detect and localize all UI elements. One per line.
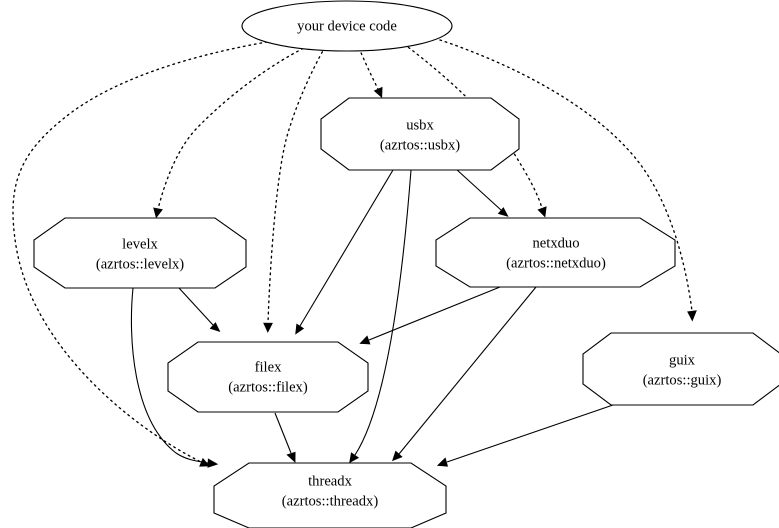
node-usbx[interactable]: usbx (azrtos::usbx) [320, 97, 520, 171]
node-shape-octagon [320, 97, 520, 171]
node-your-device-code[interactable]: your device code [241, 0, 453, 52]
node-shape-octagon [167, 341, 369, 413]
edge-usbx-to-netxduo [455, 168, 509, 217]
edge-group-solid [130, 168, 614, 468]
node-filex[interactable]: filex (azrtos::filex) [167, 341, 369, 413]
node-label-filex-line1: filex [255, 359, 282, 375]
node-label-threadx-line1: threadx [308, 473, 352, 489]
edge-usbx-to-filex [295, 169, 394, 335]
edge-usbx-to-threadx [349, 169, 412, 464]
node-shape-ellipse [241, 0, 453, 52]
node-label-netxduo-line2: (azrtos::netxduo) [506, 255, 606, 271]
edge-levelx-to-threadx [130, 287, 219, 468]
edge-guix-to-threadx [436, 404, 614, 467]
node-shape-octagon [213, 462, 447, 528]
edge-device-to-levelx [153, 45, 309, 219]
node-netxduo[interactable]: netxduo (azrtos::netxduo) [435, 217, 676, 288]
node-label-levelx-line1: levelx [122, 236, 158, 252]
node-threadx[interactable]: threadx (azrtos::threadx) [213, 462, 447, 528]
node-shape-octagon [33, 217, 247, 289]
node-shape-octagon [435, 217, 676, 288]
node-label-device-line1: your device code [297, 18, 397, 34]
node-label-filex-line2: (azrtos::filex) [228, 379, 308, 395]
edge-netxduo-to-filex [359, 286, 501, 345]
node-label-netxduo-line1: netxduo [532, 235, 579, 251]
node-label-levelx-line2: (azrtos::levelx) [96, 256, 184, 272]
edge-filex-to-threadx [274, 412, 296, 463]
node-label-threadx-line2: (azrtos::threadx) [282, 493, 379, 509]
edge-device-to-guix [439, 39, 697, 322]
node-label-guix-line1: guix [669, 352, 696, 368]
edge-device-to-netxduo [403, 43, 547, 218]
edge-device-to-filex [263, 46, 326, 333]
edge-netxduo-to-threadx [392, 286, 537, 462]
node-guix[interactable]: guix (azrtos::guix) [582, 332, 779, 406]
node-shape-octagon [582, 332, 779, 406]
node-label-usbx-line2: (azrtos::usbx) [380, 137, 460, 153]
edge-device-to-usbx [358, 47, 383, 99]
edge-levelx-to-filex [178, 287, 221, 332]
node-label-guix-line2: (azrtos::guix) [643, 372, 722, 388]
node-levelx[interactable]: levelx (azrtos::levelx) [33, 217, 247, 289]
node-label-usbx-line1: usbx [406, 117, 434, 133]
